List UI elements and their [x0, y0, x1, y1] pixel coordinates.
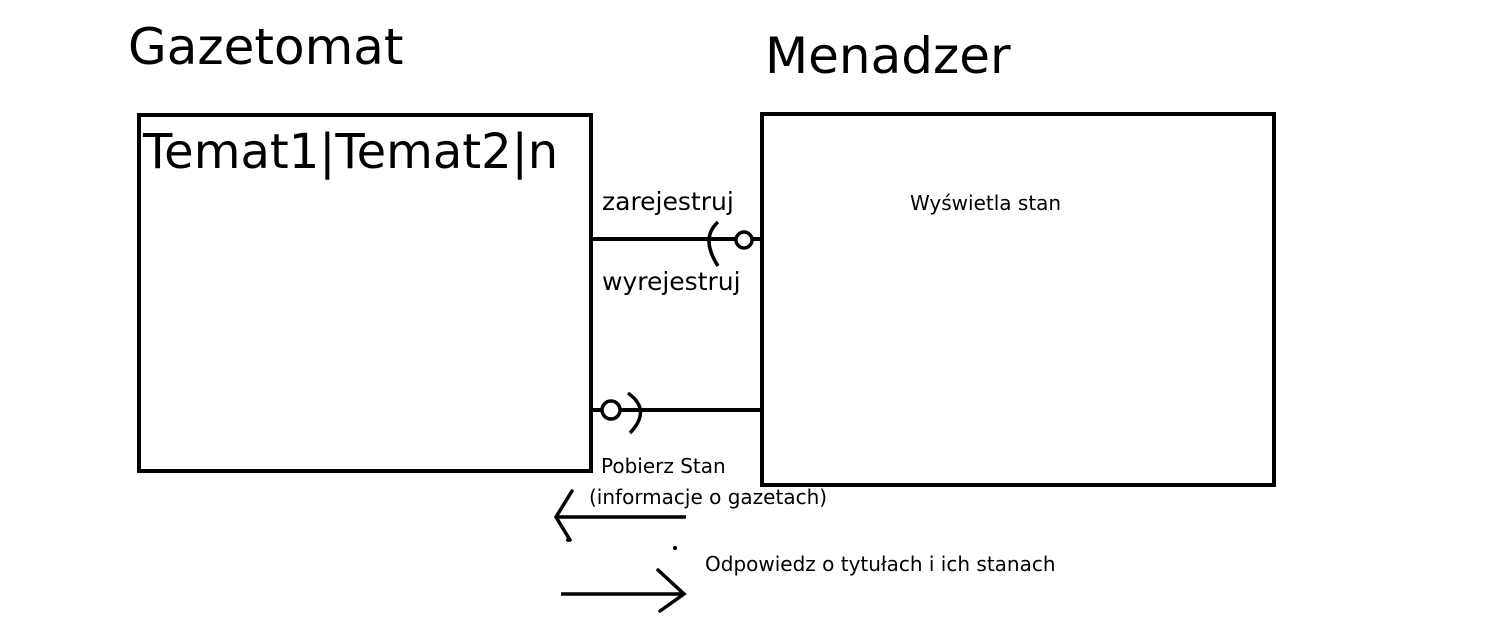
provided-interface-lollipop-lower: [600, 399, 622, 421]
provided-interface-lollipop: [734, 230, 754, 250]
gazetomat-title: Gazetomat: [128, 18, 404, 76]
ink-dot: [673, 546, 677, 550]
get-state-detail-label: (informacje o gazetach): [589, 485, 828, 509]
required-interface-socket: [707, 220, 720, 267]
request-arrow-head: [553, 489, 574, 542]
unregister-label: wyrejestruj: [602, 267, 741, 296]
response-arrow-head: [656, 568, 687, 613]
get-state-label: Pobierz Stan: [601, 454, 726, 478]
menadzer-box: [760, 112, 1276, 487]
required-interface-socket-lower: [626, 391, 643, 435]
menadzer-title: Menadzer: [765, 27, 1011, 85]
menadzer-inner-text: Wyświetla stan: [910, 191, 1062, 215]
register-label: zarejestruj: [602, 187, 734, 216]
ink-dot: [566, 538, 570, 542]
response-label: Odpowiedz o tytułach i ich stanach: [705, 552, 1056, 576]
gazetomat-topics-clip: Temat1|Temat2|n: [141, 126, 589, 186]
gazetomat-topics: Temat1|Temat2|n: [143, 126, 559, 180]
gazetomat-box: [137, 113, 593, 473]
